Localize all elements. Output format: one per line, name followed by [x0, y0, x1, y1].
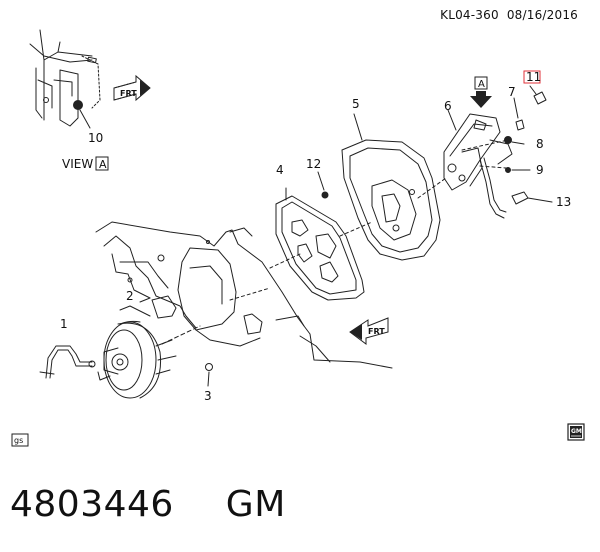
- diagram-date: 08/16/2016: [506, 8, 578, 22]
- front-arrow-mid: FRT: [349, 317, 389, 345]
- front-label-top: FRT: [120, 89, 137, 98]
- brake-booster: [97, 320, 201, 399]
- brand-label: GM: [225, 484, 286, 525]
- parts-diagram: FRT FRT A VIEW A 1 2 3 4 5 6 7 8 9 10 11…: [11, 29, 585, 447]
- callout-2: 2: [126, 289, 134, 303]
- brake-pedal-assembly: [443, 109, 513, 219]
- view-a-caption: VIEW A: [62, 156, 109, 171]
- assembly-lines: [229, 139, 509, 301]
- part-number-footer: 4803446 GM: [10, 484, 286, 525]
- view-a-detail: [29, 29, 101, 129]
- vacuum-hose: [39, 345, 96, 379]
- callout-5: 5: [352, 97, 360, 111]
- nut-12: [317, 171, 329, 199]
- front-label-mid: FRT: [368, 327, 385, 336]
- diagram-code-header: KL04-360 08/16/2016: [440, 8, 578, 22]
- callout-12: 12: [306, 157, 321, 171]
- front-arrow-top: FRT: [113, 74, 151, 102]
- diagram-code: KL04-360: [440, 8, 499, 22]
- callout-3: 3: [204, 389, 212, 403]
- nut-9: [505, 167, 531, 173]
- callout-7: 7: [508, 85, 516, 99]
- callout-10: 10: [88, 131, 103, 145]
- gs-badge-text: gs: [14, 436, 23, 445]
- view-letter: A: [99, 158, 107, 171]
- view-a-arrow: A: [470, 76, 492, 108]
- callout-11: 11: [526, 70, 541, 84]
- callout-4: 4: [276, 163, 284, 177]
- view-a-arrow-letter: A: [478, 79, 485, 90]
- pedal-pad-13: [511, 191, 553, 205]
- pin-11: [529, 85, 547, 105]
- part-number: 4803446: [10, 484, 174, 525]
- view-label: VIEW: [62, 157, 93, 171]
- dash-panel: [95, 221, 393, 369]
- nut-3: [205, 363, 213, 387]
- callout-6: 6: [444, 99, 452, 113]
- callout-1: 1: [60, 317, 68, 331]
- callout-8: 8: [536, 137, 544, 151]
- gm-logo-text: GM: [571, 428, 582, 435]
- bracket-5: [341, 113, 441, 261]
- callout-9: 9: [536, 163, 544, 177]
- gs-badge: gs: [11, 433, 29, 447]
- clip-8: [504, 136, 525, 145]
- gasket-4: [275, 187, 365, 301]
- callout-13: 13: [556, 195, 571, 209]
- gm-logo: GM: [567, 423, 585, 441]
- pin-7: [513, 97, 525, 131]
